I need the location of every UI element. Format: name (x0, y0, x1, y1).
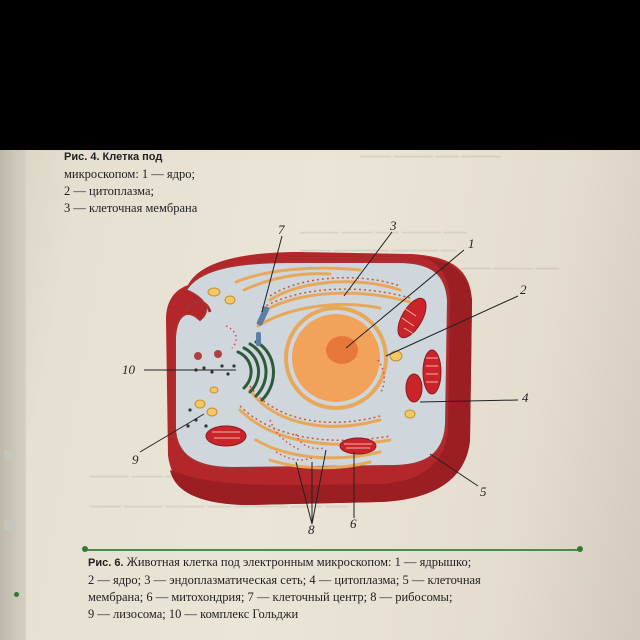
membrane-notch (184, 300, 212, 313)
golgi-complex (236, 340, 275, 402)
figure-caption: Рис. 6. Животная клетка под электронным … (88, 554, 558, 623)
caption-line1: Животная клетка под электронным микроско… (126, 555, 472, 569)
top-caption-line2: 2 — цитоплазма; (64, 184, 155, 198)
previous-figure-caption: Рис. 4. Клетка под микроскопом: 1 — ядро… (64, 148, 304, 217)
centriole (256, 306, 270, 326)
label-2: 2 (520, 282, 527, 297)
margin-dot (14, 592, 19, 597)
lysosomes (194, 287, 416, 419)
rule-end-dot (577, 546, 583, 552)
caption-rule (84, 549, 580, 551)
page-margin (0, 150, 26, 640)
caption-line4: 9 — лизосома; 10 — комплекс Гольджи (88, 607, 299, 621)
bleed-through-text: ───── ──── ─── ───── ─── (300, 227, 467, 239)
top-caption-line0: Рис. 4. Клетка под (64, 151, 163, 163)
label-3: 3 (390, 218, 397, 233)
margin-fragment (4, 450, 16, 460)
membrane-shadow (170, 256, 472, 505)
nucleolus (326, 336, 358, 364)
nucleus-envelope (284, 306, 388, 410)
top-caption-line3: 3 — клеточная мембрана (64, 201, 198, 215)
bleed-through-text: ──── ───── ─── (460, 263, 560, 275)
leader-lines (139, 231, 519, 525)
caption-line2: 2 — ядро; 3 — эндоплазматическая сеть; 4… (88, 573, 481, 587)
margin-fragment (4, 520, 16, 530)
bleed-through-text: ──── ───── ─── ───── (360, 151, 501, 163)
label-4: 4 (522, 390, 529, 405)
centriole (256, 332, 261, 346)
label-9: 9 (132, 452, 139, 467)
mitochondria (205, 297, 442, 455)
caption-fig-label: Рис. 6. (88, 557, 124, 569)
ribosomes-on-er (239, 276, 411, 442)
label-10: 10 (122, 362, 135, 377)
label-8: 8 (308, 522, 315, 537)
endoplasmic-reticulum (234, 266, 412, 470)
free-ribosomes (186, 364, 236, 428)
label-1: 1 (468, 236, 475, 251)
label-6: 6 (350, 516, 357, 531)
small-vesicles (194, 350, 222, 360)
label-5: 5 (480, 484, 487, 499)
rule-end-dot (82, 546, 88, 552)
label-7: 7 (278, 222, 285, 237)
mitochondria-cristae (212, 307, 438, 449)
top-caption-line1: микроскопом: 1 — ядро; (64, 167, 196, 181)
ribosome-chains (225, 325, 385, 461)
caption-line3: мембрана; 6 — митохондрия; 7 — клеточный… (88, 590, 453, 604)
